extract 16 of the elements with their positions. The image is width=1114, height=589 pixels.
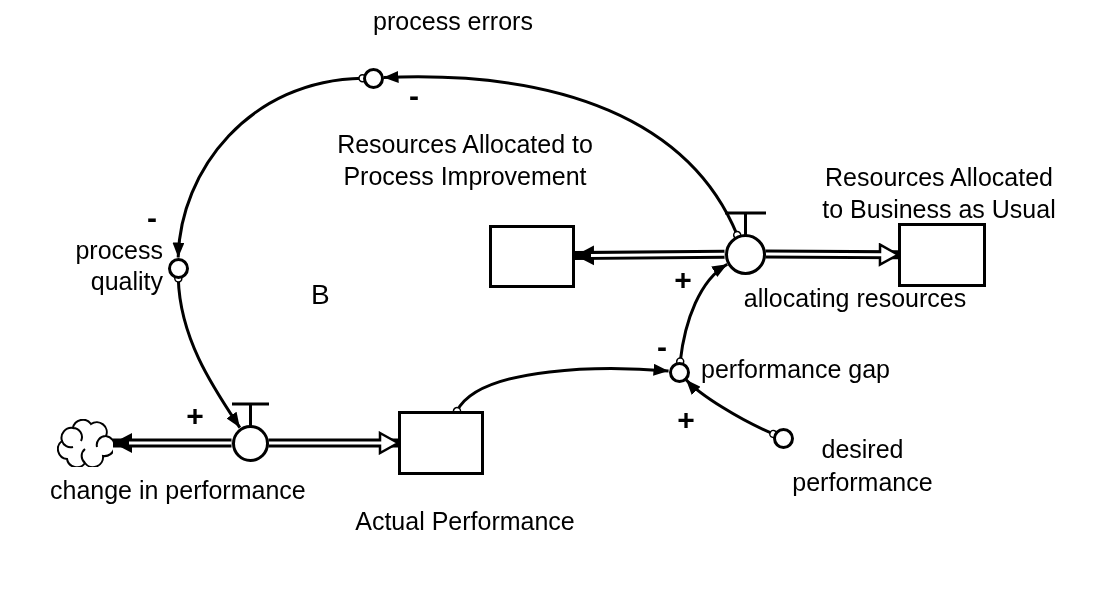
loop-label: B — [311, 279, 330, 311]
node-label: desired performance — [791, 434, 934, 498]
node-label: process quality — [74, 235, 163, 297]
node-label: change in performance — [50, 475, 307, 505]
node-label: process errors — [372, 6, 534, 36]
node-label: Resources Allocated to Business as Usual — [821, 162, 1057, 225]
flow-pipe — [574, 245, 725, 266]
node-label: Actual Performance — [354, 506, 576, 536]
cloud-symbol — [57, 419, 113, 467]
node-label: performance gap — [701, 354, 891, 384]
flow-pipe — [765, 243, 900, 266]
node-label: Resources Allocated to Process Improvement — [336, 129, 594, 192]
flow-pipe — [268, 431, 400, 455]
node-label: allocating resources — [742, 283, 968, 313]
arrow — [685, 378, 778, 439]
flow-pipe — [113, 433, 232, 453]
